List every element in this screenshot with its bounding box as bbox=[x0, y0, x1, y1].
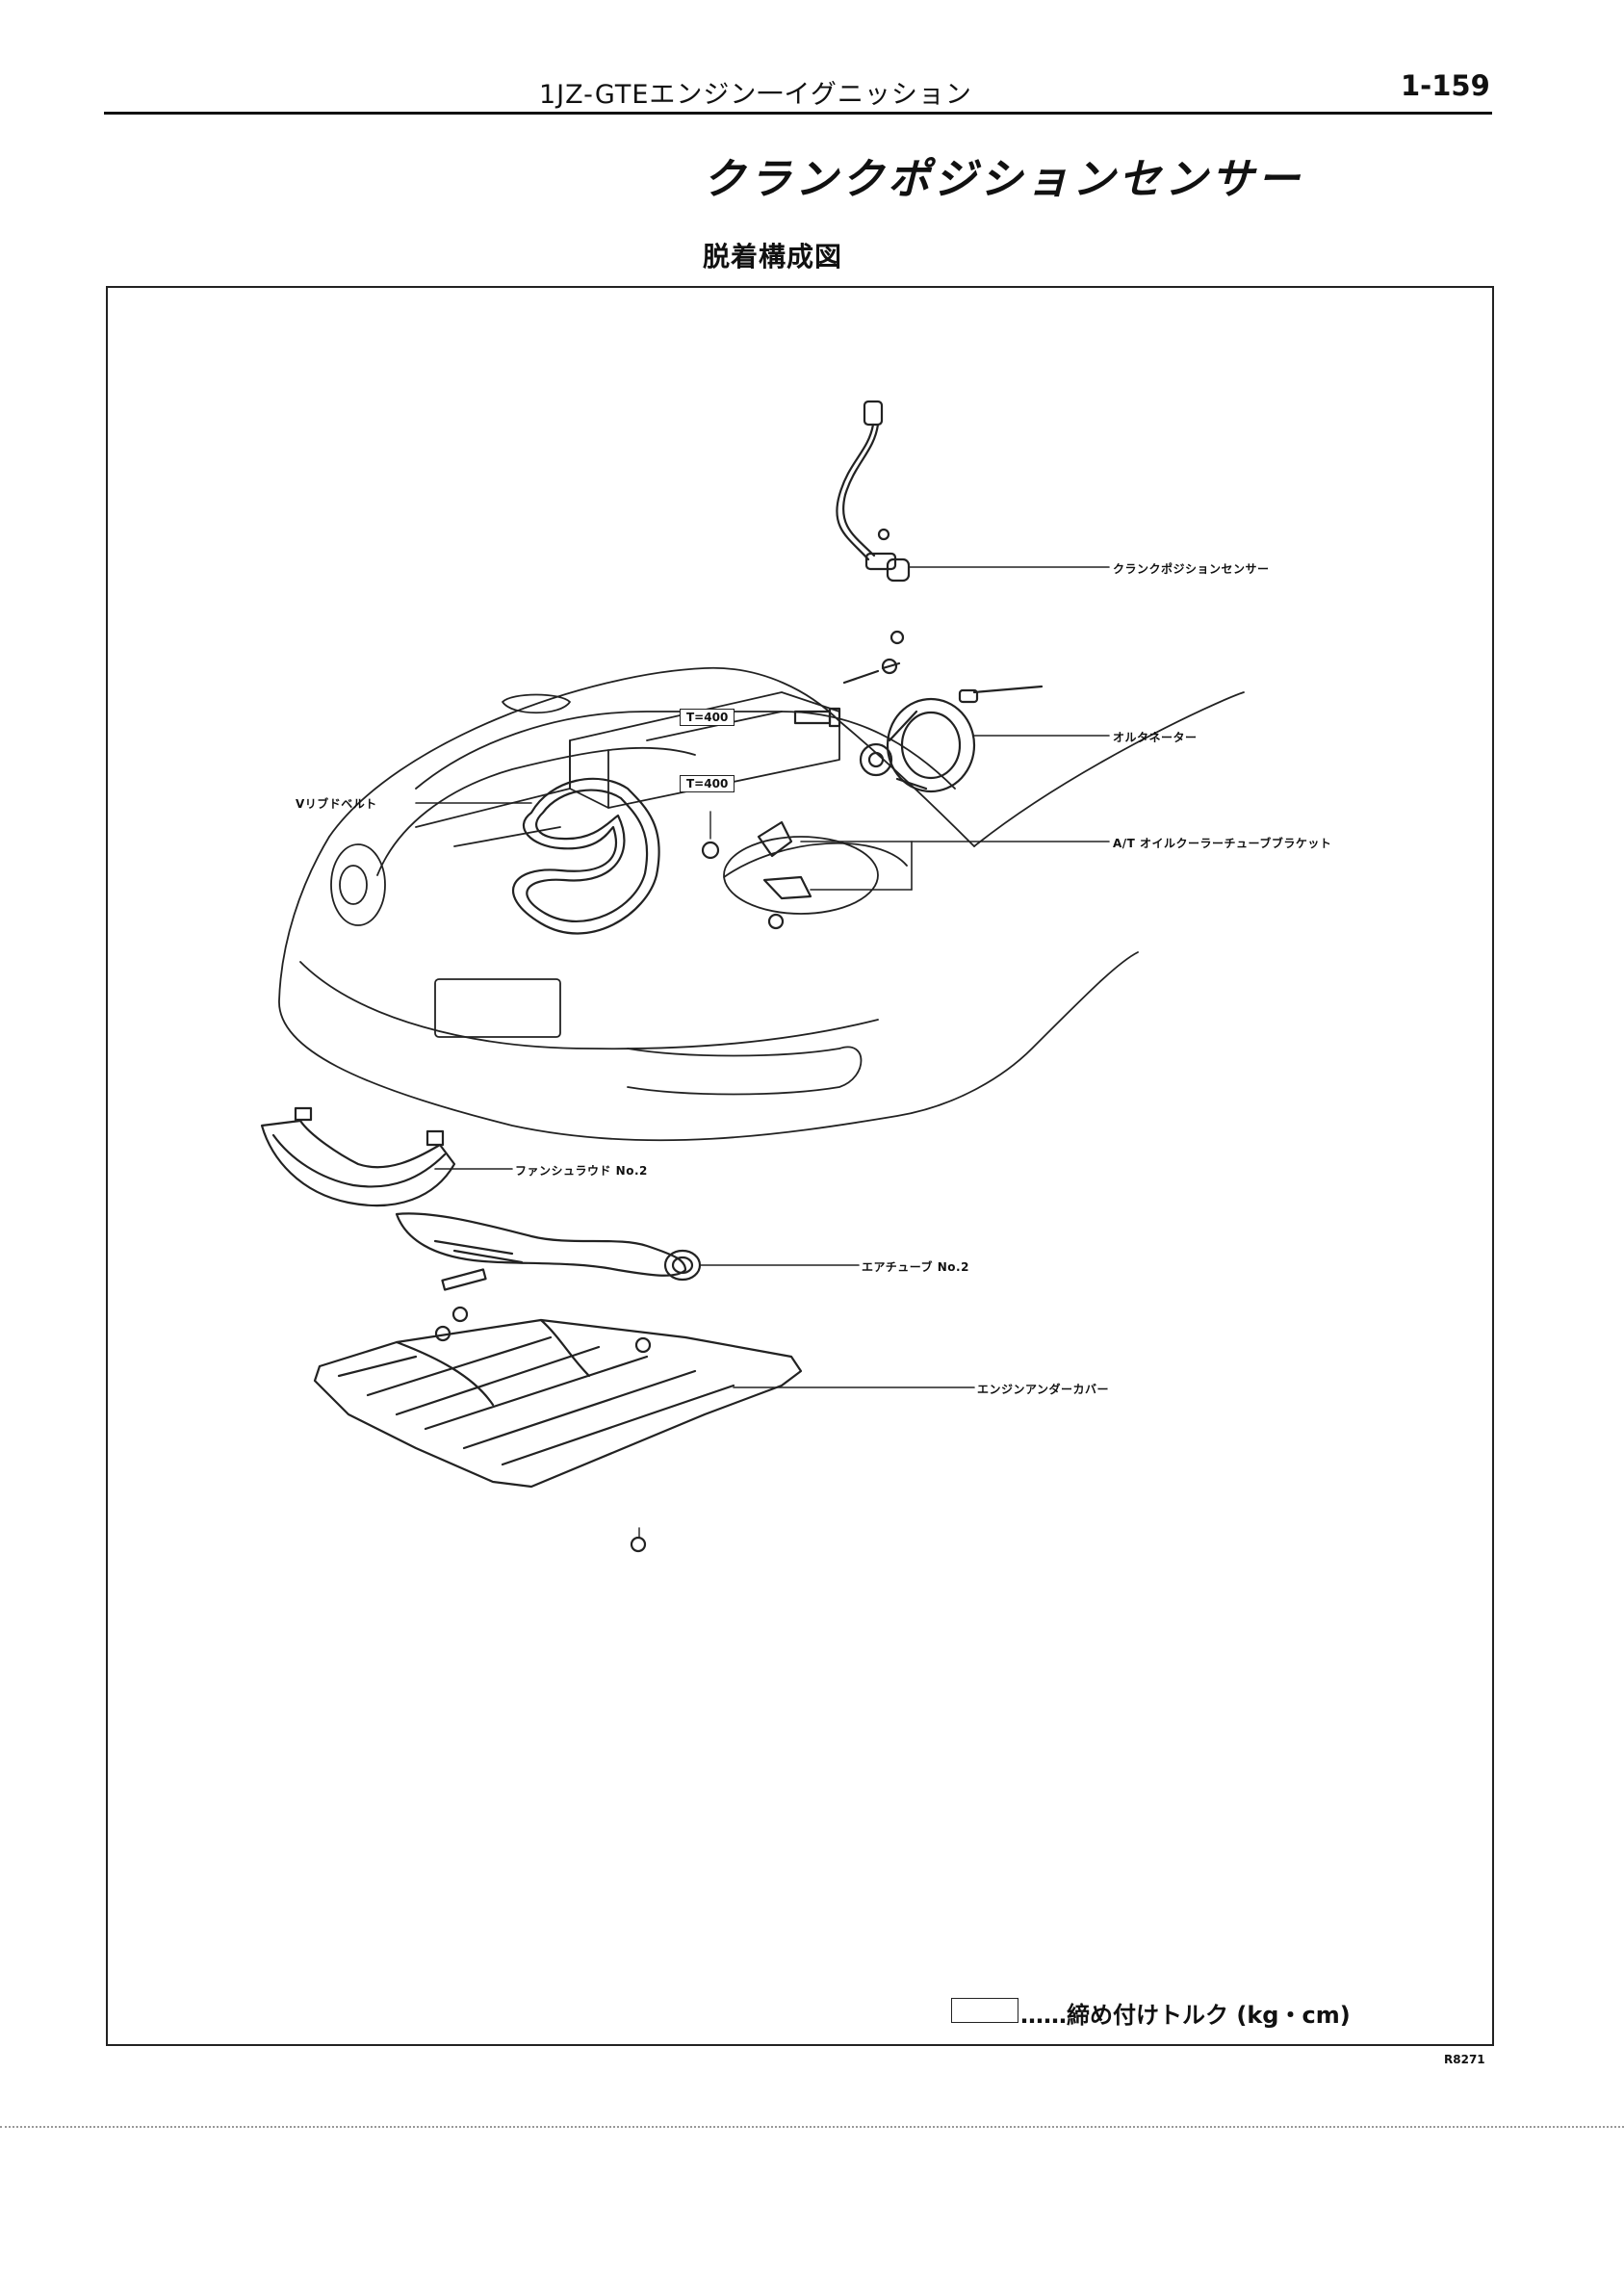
page-number: 1-159 bbox=[1401, 69, 1490, 102]
label-oil-cooler-bracket: A/T オイルクーラーチューブブラケット bbox=[1113, 837, 1332, 850]
fan-shroud-drawing bbox=[260, 1106, 513, 1207]
torque-tag-bolt: T=400 bbox=[680, 709, 735, 726]
torque-tag-nut: T=400 bbox=[680, 775, 735, 792]
label-v-ribbed-belt: Vリブドベルト bbox=[296, 797, 377, 811]
label-crank-position-sensor: クランクポジションセンサー bbox=[1113, 562, 1270, 576]
page-bottom-dotted-line bbox=[0, 2126, 1624, 2128]
label-air-tube: エアチューブ No.2 bbox=[862, 1260, 969, 1274]
label-alternator: オルタネーター bbox=[1113, 731, 1198, 744]
section-header: 1JZ-GTEエンジン一イグニッション bbox=[539, 80, 972, 110]
label-fan-shroud: ファンシュラウド No.2 bbox=[515, 1164, 648, 1178]
crank-position-sensor-drawing bbox=[836, 400, 1110, 583]
alternator-drawing bbox=[793, 630, 1110, 793]
air-tube-drawing bbox=[395, 1212, 860, 1323]
bracket-drawing bbox=[701, 811, 1110, 930]
v-ribbed-belt-drawing bbox=[415, 777, 660, 935]
car-body-drawing bbox=[278, 666, 1245, 1142]
page-title: クランクポジションセンサー bbox=[703, 155, 1303, 204]
page-subtitle: 脱着構成図 bbox=[703, 241, 843, 272]
exploded-diagram: クランクポジションセンサー オルタネーター Vリブドベルト A/T オイルクーラ… bbox=[106, 286, 1494, 2046]
legend-box bbox=[951, 1998, 1018, 2023]
engine-under-cover-drawing bbox=[313, 1318, 975, 1553]
label-engine-under-cover: エンジンアンダーカバー bbox=[977, 1383, 1110, 1396]
legend-text: ……締め付けトルク (kg・cm) bbox=[1020, 2002, 1351, 2029]
header-rule bbox=[104, 112, 1492, 115]
figure-code: R8271 bbox=[1444, 2053, 1485, 2066]
